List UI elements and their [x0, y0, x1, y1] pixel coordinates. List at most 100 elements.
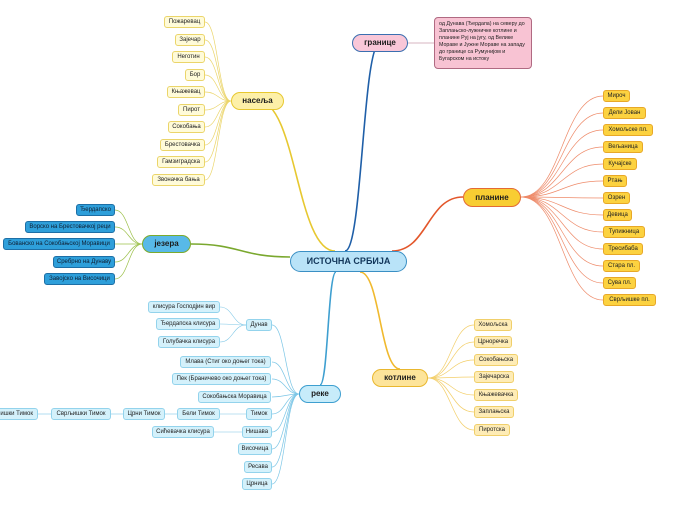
connector-dunav-sub: [219, 324, 247, 343]
reka-item[interactable]: Ресава: [244, 461, 272, 473]
connector-dunav-sub: [219, 306, 247, 326]
connector-planina: [520, 95, 604, 198]
naselje-item[interactable]: Зајечар: [175, 34, 205, 46]
reka-item[interactable]: Црница: [242, 478, 272, 490]
planina-item[interactable]: Озрен: [603, 192, 630, 204]
planina-item[interactable]: Сува пл.: [603, 277, 636, 289]
connector-planine: [391, 196, 464, 252]
connector-planina: [520, 112, 604, 198]
planina-item[interactable]: Хомољске пл.: [603, 124, 653, 136]
planina-item[interactable]: Девица: [603, 209, 632, 221]
timok-chain-item[interactable]: Сврљишки Тимок: [51, 408, 111, 420]
connector-reka: [271, 378, 300, 395]
connector-jezero: [114, 243, 143, 280]
connector-jezera: [190, 243, 291, 258]
connector-reke: [319, 271, 337, 386]
reka-item[interactable]: Нишава: [242, 426, 272, 438]
connector-planina: [520, 196, 604, 216]
kotlina-item[interactable]: Пиротска: [474, 424, 510, 436]
connector-kotlina: [427, 377, 475, 396]
timok-chain-item[interactable]: Црни Тимок: [123, 408, 165, 420]
naselje-item[interactable]: Брестовачка: [160, 139, 205, 151]
planina-item[interactable]: Тупижница: [603, 226, 645, 238]
kotlina-item[interactable]: Црноречка: [474, 336, 512, 348]
connector-naselja: [257, 100, 336, 252]
connector-naselje: [204, 39, 232, 102]
connector-planina: [520, 146, 604, 198]
naselje-item[interactable]: Сокобања: [168, 121, 205, 133]
reka-item[interactable]: Дунав: [246, 319, 272, 331]
reka-item[interactable]: Млава (Стиг око доњег тока): [180, 356, 271, 368]
connector-kotlina: [427, 359, 475, 379]
connector-naselje: [204, 56, 232, 102]
connector-jezero: [114, 226, 143, 245]
topic-planine[interactable]: планине: [463, 188, 521, 207]
kotlina-item[interactable]: Заплањска: [474, 406, 514, 418]
kotlina-item[interactable]: Књажевачка: [474, 389, 518, 401]
planina-item[interactable]: Кучајске: [603, 158, 637, 170]
connector-planina: [520, 163, 604, 198]
reka-item[interactable]: Височица: [238, 443, 272, 455]
connector-reka: [271, 361, 300, 395]
connector-reka: [271, 393, 300, 450]
connector-naselje: [204, 74, 232, 102]
reka-item[interactable]: Сокобањска Моравица: [198, 391, 271, 403]
timok-chain-item[interactable]: Трговишки Тимок: [0, 408, 38, 420]
dunav-subitem[interactable]: Голубачка клисура: [158, 336, 220, 348]
connector-granice: [344, 42, 381, 252]
connector-jezero: [114, 209, 143, 245]
naselje-item[interactable]: Звоначка бања: [152, 174, 205, 186]
naselje-item[interactable]: Гамзиградска: [157, 156, 205, 168]
connector-dunav-sub: [219, 323, 247, 326]
granice-note: од Дунава (Ђердапа) на северу до Заплањс…: [434, 17, 532, 69]
kotlina-item[interactable]: Зајечарска: [474, 371, 514, 383]
planina-item[interactable]: Мироч: [603, 90, 630, 102]
naselje-item[interactable]: Пирот: [178, 104, 205, 116]
topic-granice[interactable]: границе: [352, 34, 408, 52]
connector-naselje: [204, 21, 232, 102]
nisava-subitem[interactable]: Сићевачка клисура: [152, 426, 214, 438]
dunav-subitem[interactable]: клисура Господјин вир: [148, 301, 220, 313]
kotlina-item[interactable]: Сокобањска: [474, 354, 518, 366]
connector-kotlina: [427, 341, 475, 379]
root-node[interactable]: ИСТОЧНА СРБИЈА: [290, 251, 407, 272]
reka-item[interactable]: Пек (Браничево око доњег тока): [172, 373, 271, 385]
topic-reke[interactable]: реке: [299, 385, 341, 403]
planina-item[interactable]: Сврљишке пл.: [603, 294, 656, 306]
planina-item[interactable]: Ртањ: [603, 175, 627, 187]
planina-item[interactable]: Тресибаба: [603, 243, 643, 255]
jezero-item[interactable]: Завојско на Височици: [44, 273, 115, 285]
connector-naselje: [204, 91, 232, 102]
connector-kotlina: [427, 324, 475, 379]
timok-chain-item[interactable]: Бели Тимок: [177, 408, 220, 420]
naselje-item[interactable]: Неготин: [172, 51, 205, 63]
jezero-item[interactable]: Ворско на Брестовачкој реци: [25, 221, 115, 233]
connector-kotline: [359, 271, 401, 370]
connector-planina: [520, 196, 604, 284]
topic-naselja[interactable]: насеља: [231, 92, 284, 110]
dunav-subitem[interactable]: Ђердапска клисура: [156, 318, 220, 330]
connector-reka: [271, 393, 300, 485]
naselje-item[interactable]: Пожаревац: [164, 16, 205, 28]
connector-jezero: [114, 243, 143, 263]
connector-naselje: [204, 100, 232, 181]
naselje-item[interactable]: Бор: [185, 69, 205, 81]
connector-planina: [520, 196, 604, 199]
topic-kotline[interactable]: котлине: [372, 369, 428, 387]
reka-item[interactable]: Тимок: [246, 408, 272, 420]
connector-planina: [520, 196, 604, 233]
connector-reka: [271, 324, 300, 395]
kotlina-item[interactable]: Хомољска: [474, 319, 512, 331]
planina-item[interactable]: Вељаница: [603, 141, 643, 153]
planina-item[interactable]: Стара пл.: [603, 260, 640, 272]
connector-naselje: [204, 100, 232, 163]
jezero-item[interactable]: Ђердапско: [76, 204, 115, 216]
connector-kotlina: [427, 377, 475, 431]
naselje-item[interactable]: Књажевац: [167, 86, 205, 98]
topic-jezera[interactable]: језера: [142, 235, 191, 253]
planina-item[interactable]: Дели Јован: [603, 107, 646, 119]
connector-planina: [520, 196, 604, 267]
jezero-item[interactable]: Бованско на Сокобањској Моравици: [3, 238, 115, 250]
jezero-item[interactable]: Сребрно на Дунаву: [53, 256, 115, 268]
